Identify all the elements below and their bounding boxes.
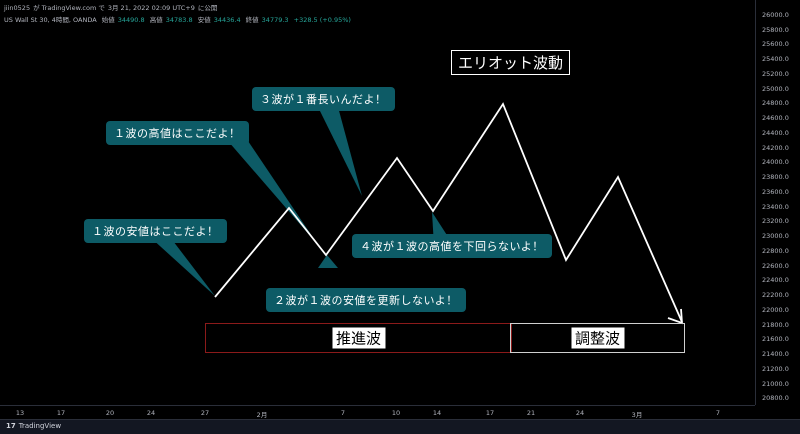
price-tick: 23200.0 — [762, 217, 789, 226]
brand-label: TradingView — [18, 422, 62, 430]
callout-wave1-high[interactable]: １波の高値はここだよ！ — [106, 121, 249, 145]
price-tick: 24600.0 — [762, 114, 789, 123]
price-tick: 22200.0 — [762, 291, 789, 300]
time-tick: 17 — [485, 409, 495, 417]
price-change: +328.5 (+0.95%) — [293, 16, 351, 24]
callout-pointer-wave1-high — [228, 141, 318, 245]
price-tick: 25400.0 — [762, 55, 789, 64]
price-tick: 22400.0 — [762, 276, 789, 285]
impulse-zone[interactable]: 推進波 — [205, 323, 512, 353]
time-tick: 24 — [575, 409, 585, 417]
time-tick: 21 — [526, 409, 536, 417]
price-tick: 23400.0 — [762, 202, 789, 211]
callout-wave4[interactable]: ４波が１波の高値を下回らないよ！ — [352, 234, 552, 258]
price-tick: 24000.0 — [762, 158, 789, 167]
price-tick: 23800.0 — [762, 173, 789, 182]
time-tick: 20 — [105, 409, 115, 417]
price-tick: 21400.0 — [762, 350, 789, 359]
impulse-label: 推進波 — [331, 327, 386, 349]
price-tick: 24200.0 — [762, 143, 789, 152]
price-tick: 21600.0 — [762, 335, 789, 344]
callout-pointer-wave1-low — [150, 237, 215, 296]
tradingview-logo-icon: 17 — [6, 422, 16, 430]
price-tick: 20800.0 — [762, 394, 789, 403]
price-tick: 26000.0 — [762, 11, 789, 19]
time-axis[interactable]: 13 17 20 24 27 2月 7 10 14 17 21 24 3月 7 — [0, 405, 755, 420]
price-tick: 25200.0 — [762, 69, 789, 78]
time-tick: 7 — [715, 409, 721, 417]
price-tick: 22000.0 — [762, 305, 789, 314]
corrective-label: 調整波 — [570, 327, 625, 349]
price-tick: 24800.0 — [762, 99, 789, 108]
time-tick: 14 — [432, 409, 442, 417]
corrective-zone[interactable]: 調整波 — [510, 323, 685, 353]
callout-pointer-wave2 — [318, 255, 338, 268]
price-tick: 23000.0 — [762, 232, 789, 241]
price-tick: 24400.0 — [762, 128, 789, 137]
chart-title[interactable]: エリオット波動 — [451, 50, 571, 75]
callout-wave1-low[interactable]: １波の安値はここだよ！ — [84, 219, 227, 243]
price-tick: 23600.0 — [762, 187, 789, 196]
price-tick: 25600.0 — [762, 40, 789, 49]
callout-wave3[interactable]: ３波が１番長いんだよ！ — [252, 87, 395, 111]
elliott-wave-line[interactable] — [214, 102, 683, 323]
price-tick: 25800.0 — [762, 25, 789, 34]
time-tick: 7 — [340, 409, 346, 417]
publisher-name[interactable]: jiin0525 — [4, 4, 31, 12]
time-tick: 10 — [391, 409, 401, 417]
time-tick: 3月 — [631, 411, 643, 419]
price-axis[interactable]: 26000.0 25800.0 25600.0 25400.0 25200.0 25000… — [755, 0, 800, 405]
price-tick: 21000.0 — [762, 379, 789, 388]
time-tick: 2月 — [256, 411, 268, 419]
callout-pointer-wave3 — [318, 107, 362, 196]
publish-timestamp: 3月 21, 2022 02:09 UTC+9 — [107, 4, 195, 12]
callout-wave2[interactable]: ２波が１波の安値を更新しないよ！ — [266, 288, 466, 312]
symbol-name[interactable]: US Wall St 30, 4時間, OANDA — [4, 16, 97, 24]
time-tick: 17 — [56, 409, 66, 417]
time-tick: 24 — [146, 409, 156, 417]
time-tick: 13 — [15, 409, 25, 417]
price-tick: 21200.0 — [762, 364, 789, 373]
time-tick: 27 — [200, 409, 210, 417]
price-tick: 22800.0 — [762, 246, 789, 255]
price-tick: 21800.0 — [762, 320, 789, 329]
price-tick: 25000.0 — [762, 84, 789, 93]
price-tick: 22600.0 — [762, 261, 789, 270]
